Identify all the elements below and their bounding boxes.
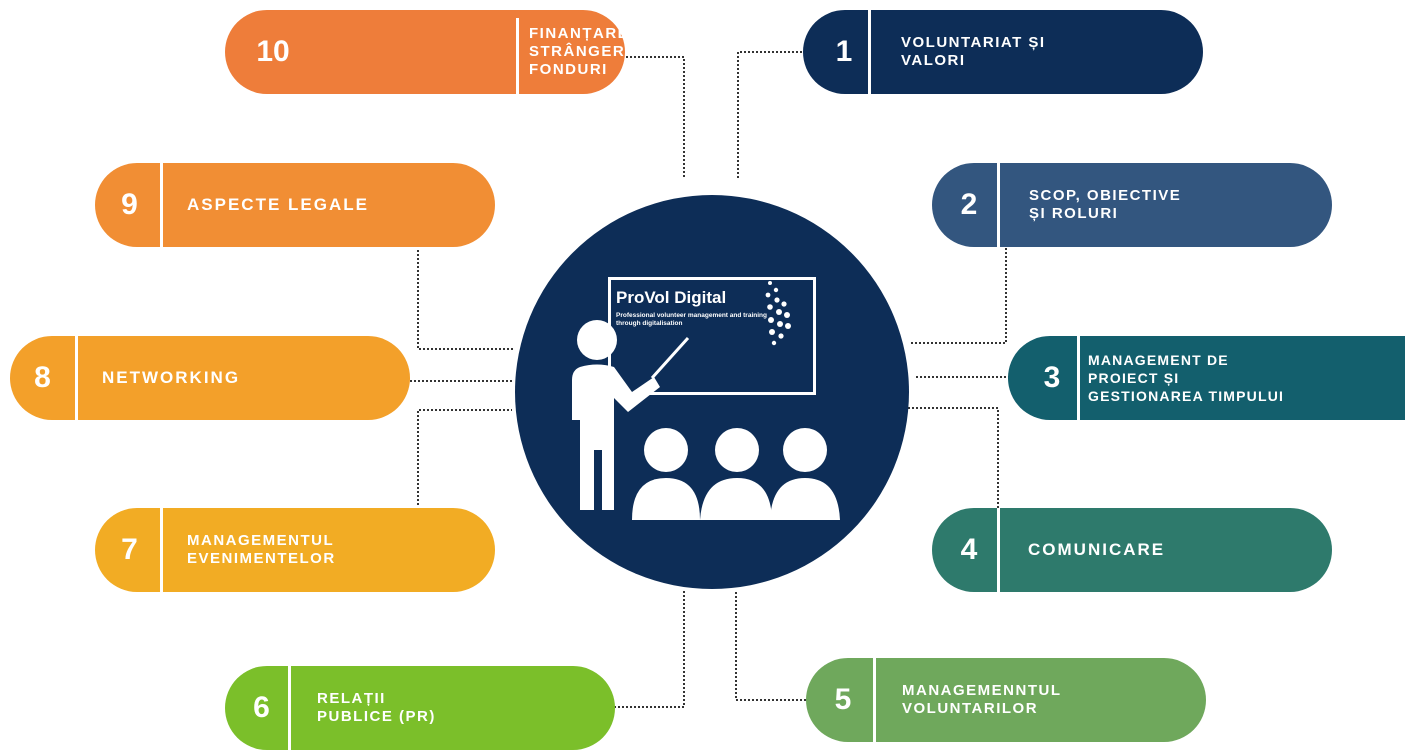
connector-9 — [417, 250, 514, 350]
connector-6 — [610, 590, 685, 708]
topic-2-pill[interactable]: 2 SCOP, OBIECTIVE ȘI ROLURI — [932, 163, 1332, 247]
topic-10-pill[interactable]: 10 FINANȚARE ȘI STRÂNGERE DE FONDURI — [225, 10, 665, 102]
topic-label: NETWORKING — [102, 368, 241, 387]
divider — [516, 18, 519, 102]
topic-number: 9 — [121, 188, 138, 221]
topic-number: 1 — [835, 35, 853, 68]
topic-7-pill[interactable]: 7 MANAGEMENTUL EVENIMENTELOR — [95, 508, 495, 592]
topic-number: 5 — [834, 683, 852, 716]
divider — [160, 163, 163, 247]
topic-1-pill[interactable]: 1 VOLUNTARIAT ȘI VALORI — [803, 10, 1203, 94]
topic-label: RELAȚII PUBLICE (PR) — [317, 690, 436, 725]
connector-10 — [622, 56, 685, 178]
connector-1 — [737, 51, 806, 178]
divider — [288, 666, 291, 750]
topic-number: 6 — [253, 691, 270, 724]
topic-number: 8 — [34, 361, 51, 394]
divider — [75, 336, 78, 420]
topic-4-pill[interactable]: 4 COMUNICARE — [932, 508, 1332, 592]
divider — [868, 10, 871, 94]
topic-3-pill[interactable]: 3 MANAGEMENT DE PROIECT ȘI GESTIONAREA T… — [1008, 336, 1405, 420]
topic-label: ASPECTE LEGALE — [187, 195, 369, 214]
topic-label: FINANȚARE ȘI STRÂNGERE DE FONDURI — [529, 25, 667, 78]
divider — [1077, 336, 1080, 420]
topic-number: 10 — [256, 35, 290, 68]
topic-number: 7 — [121, 533, 138, 566]
topic-label: VOLUNTARIAT ȘI VALORI — [901, 34, 1046, 69]
topic-label: MANAGEMENTUL EVENIMENTELOR — [187, 532, 336, 567]
topic-5-pill[interactable]: 5 MANAGEMENNTUL VOLUNTARILOR — [806, 658, 1206, 742]
topic-9-pill[interactable]: 9 ASPECTE LEGALE — [95, 163, 495, 247]
topic-label: COMUNICARE — [1028, 540, 1166, 559]
topic-label: MANAGEMENT DE PROIECT ȘI GESTIONAREA TIM… — [1088, 352, 1285, 404]
connector-5 — [735, 590, 806, 701]
connector-7 — [417, 409, 512, 505]
divider — [997, 508, 1000, 592]
divider — [873, 658, 876, 742]
connector-2 — [910, 248, 1007, 344]
divider — [160, 508, 163, 592]
topic-number: 4 — [960, 533, 978, 566]
logo-title: ProVol Digital — [616, 288, 727, 307]
logo-tagline: Professional volunteer management and tr… — [616, 312, 767, 327]
topic-label: SCOP, OBIECTIVE ȘI ROLURI — [1029, 187, 1182, 222]
topic-number: 3 — [1043, 361, 1061, 394]
topic-number: 2 — [960, 188, 978, 221]
divider — [997, 163, 1000, 247]
connector-4 — [906, 407, 999, 508]
topic-label: MANAGEMENNTUL VOLUNTARILOR — [902, 682, 1062, 717]
topic-6-pill[interactable]: 6 RELAȚII PUBLICE (PR) — [225, 666, 615, 750]
topic-8-pill[interactable]: 8 NETWORKING — [10, 336, 410, 420]
